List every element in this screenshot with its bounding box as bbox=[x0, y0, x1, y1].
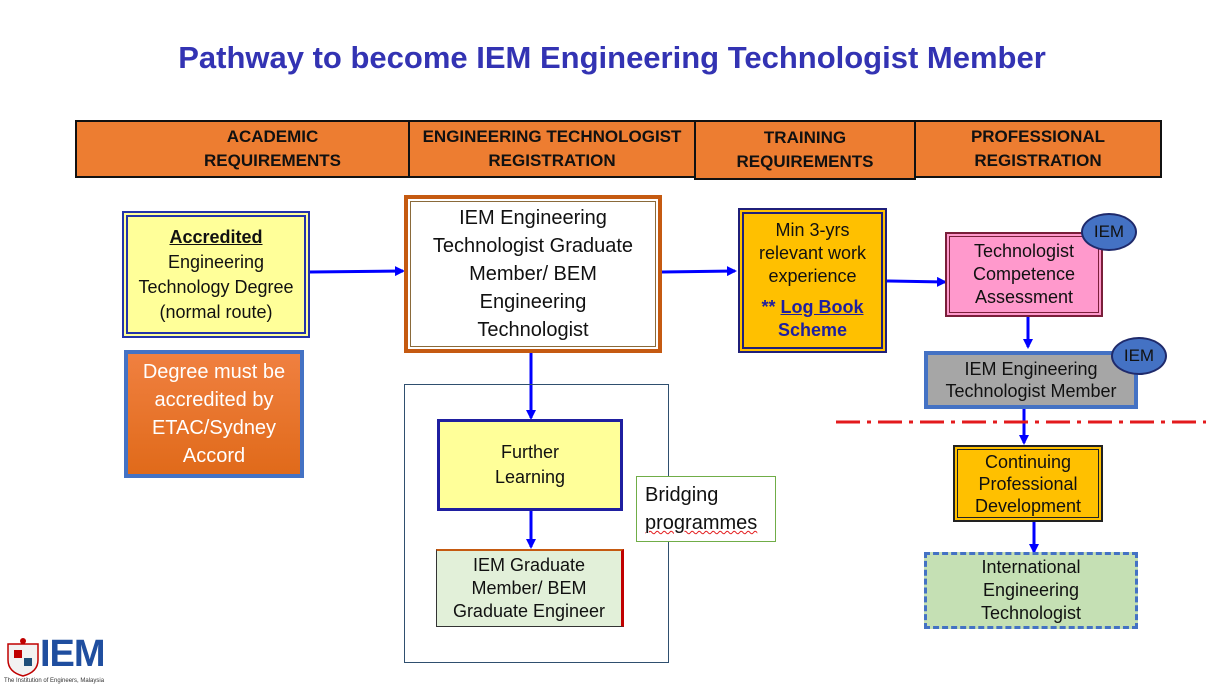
iem-badge-label: IEM bbox=[1093, 222, 1125, 241]
header-line: REQUIREMENTS bbox=[736, 152, 874, 171]
iem-badge: IEM bbox=[1111, 337, 1167, 375]
note-line: Degree must be bbox=[142, 361, 286, 383]
degree-line: Engineering bbox=[167, 251, 265, 272]
degree-line: (normal route) bbox=[159, 301, 273, 322]
degree-line: Technology Degree bbox=[138, 276, 294, 297]
international-line: Technologist bbox=[980, 603, 1082, 623]
iem-badge: IEM bbox=[1081, 213, 1137, 251]
bridging-programmes-box: Bridging programmes bbox=[636, 476, 776, 542]
logbook-prefix: ** bbox=[761, 297, 781, 317]
further-learning-box: Further Learning bbox=[437, 419, 623, 511]
iem-engineering-technologist-member-box: IEM Engineering Technologist Member bbox=[924, 351, 1138, 409]
header-line: ENGINEERING TECHNOLOGIST bbox=[422, 127, 682, 146]
bridging-line: Bridging bbox=[645, 484, 719, 506]
logo-caption: The Institution of Engineers, Malaysia bbox=[4, 678, 105, 684]
header-line: TRAINING bbox=[763, 128, 847, 147]
international-line: International bbox=[981, 557, 1081, 577]
header-line: REGISTRATION bbox=[974, 151, 1102, 170]
training-line: experience bbox=[768, 266, 857, 286]
international-engineering-technologist-box: International Engineering Technologist bbox=[924, 552, 1138, 629]
assessment-line: Competence bbox=[972, 264, 1076, 284]
assessment-line: Assessment bbox=[974, 287, 1074, 307]
member-line: Technologist Member bbox=[945, 381, 1117, 401]
note-line: Accord bbox=[182, 445, 246, 467]
header-engineering-technologist-registration: ENGINEERING TECHNOLOGIST REGISTRATION bbox=[408, 120, 696, 178]
header-line: REGISTRATION bbox=[488, 151, 616, 170]
cpd-line: Development bbox=[974, 495, 1082, 516]
page-title: Pathway to become IEM Engineering Techno… bbox=[178, 40, 1046, 75]
header-line: REQUIREMENTS bbox=[204, 151, 341, 170]
arrow-training-to-assessment bbox=[886, 276, 947, 287]
header-line: ACADEMIC bbox=[226, 127, 319, 146]
graduate-line: Member/ BEM bbox=[469, 263, 597, 285]
logbook-scheme-link[interactable]: Log Book bbox=[780, 297, 864, 317]
graduate-line: Technologist bbox=[477, 319, 589, 341]
technologist-competence-assessment-box: Technologist Competence Assessment bbox=[945, 232, 1103, 317]
iem-graduate-line: IEM Graduate bbox=[472, 555, 586, 575]
header-line: PROFESSIONAL bbox=[970, 127, 1106, 146]
logo-text: IEM bbox=[40, 633, 106, 675]
crest-icon bbox=[7, 638, 39, 677]
continuing-professional-development-box: Continuing Professional Development bbox=[953, 445, 1103, 522]
graduate-line: Engineering bbox=[479, 291, 587, 313]
logbook-scheme-line2: Scheme bbox=[777, 320, 848, 340]
header-professional-registration: PROFESSIONAL REGISTRATION bbox=[914, 120, 1162, 178]
training-line: Min 3-yrs bbox=[775, 220, 850, 240]
iem-graduate-member-box: IEM Graduate Member/ BEM Graduate Engine… bbox=[436, 549, 624, 627]
note-line: accredited by bbox=[154, 389, 274, 411]
accredited-degree-box: Accredited Engineering Technology Degree… bbox=[122, 211, 310, 338]
arrow-degree-to-graduate bbox=[309, 266, 405, 277]
iem-graduate-line: Graduate Engineer bbox=[452, 601, 606, 621]
technologist-graduate-member-box: IEM Engineering Technologist Graduate Me… bbox=[404, 195, 662, 353]
accreditation-note-box: Degree must be accredited by ETAC/Sydney… bbox=[124, 350, 304, 478]
arrow-graduate-to-training bbox=[661, 266, 737, 277]
note-line: ETAC/Sydney bbox=[151, 417, 277, 439]
cpd-line: Professional bbox=[978, 473, 1078, 494]
assessment-line: Technologist bbox=[973, 241, 1075, 261]
cpd-line: Continuing bbox=[984, 451, 1072, 472]
graduate-line: Technologist Graduate bbox=[432, 235, 634, 257]
accredited-label: Accredited bbox=[169, 226, 263, 247]
further-learning-line: Further bbox=[500, 442, 560, 462]
training-requirements-box: Min 3-yrs relevant work experience ** Lo… bbox=[738, 208, 887, 353]
iem-logo: IEM The Institution of Engineers, Malays… bbox=[4, 634, 126, 686]
bridging-line: programmes bbox=[645, 512, 758, 534]
member-line: IEM Engineering bbox=[964, 359, 1098, 379]
international-line: Engineering bbox=[982, 580, 1080, 600]
iem-graduate-line: Member/ BEM bbox=[471, 578, 587, 598]
header-academic-requirements: ACADEMIC REQUIREMENTS bbox=[75, 120, 410, 178]
iem-badge-label: IEM bbox=[1123, 346, 1155, 365]
graduate-line: IEM Engineering bbox=[459, 207, 607, 229]
training-line: relevant work bbox=[758, 243, 867, 263]
further-learning-line: Learning bbox=[494, 467, 566, 487]
logbook-row: ** Log Book bbox=[761, 296, 863, 319]
